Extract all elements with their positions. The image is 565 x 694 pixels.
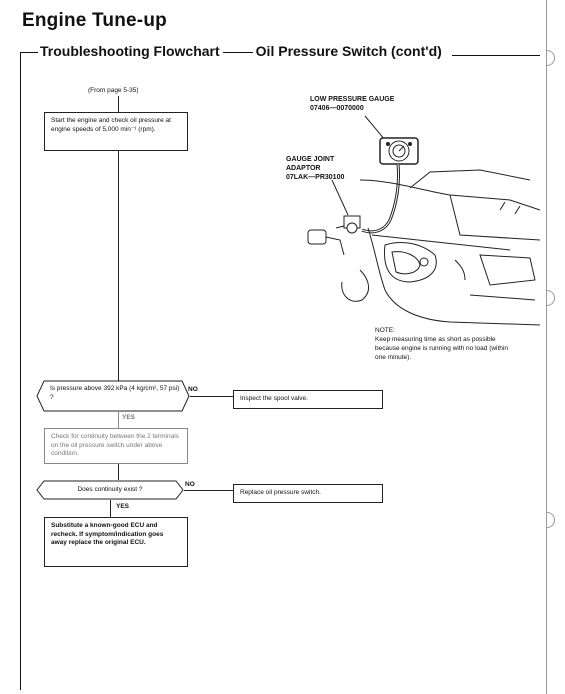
connector [190, 396, 233, 397]
decision-diamond-pressure [36, 380, 190, 412]
action-replace-switch: Replace oil pressure switch. [233, 484, 383, 503]
binder-hole-mark [546, 50, 555, 66]
binder-hole-mark [546, 512, 555, 528]
decision-continuity-text: Does continuity exist ? [77, 486, 143, 493]
connector [118, 412, 119, 428]
page-edge-line [546, 0, 547, 694]
adaptor-name-line1: GAUGE JOINT [286, 156, 335, 163]
step-text: Substitute a known-good ECU and recheck.… [51, 522, 164, 546]
action-text: Inspect the spool valve. [240, 395, 308, 402]
connector [118, 464, 119, 480]
note-block: NOTE: Keep measuring time as short as po… [375, 326, 515, 362]
action-text: Replace oil pressure switch. [240, 489, 321, 496]
connector [110, 500, 111, 517]
gauge-label: LOW PRESSURE GAUGE 07406—0070000 [310, 95, 394, 113]
step-check-continuity: Check for continuity between the 2 termi… [44, 428, 188, 464]
engine-gauge-illustration [307, 115, 541, 326]
subtitle-component: Oil Pressure Switch (cont'd) [255, 43, 442, 59]
adaptor-label: GAUGE JOINT ADAPTOR 07LAK—PR30100 [286, 155, 344, 182]
gauge-part-number: 07406—0070000 [310, 105, 364, 112]
section-subtitle: Troubleshooting Flowchart Oil Pressure Sw… [40, 43, 442, 59]
header-rule-left [20, 52, 38, 53]
decision-pressure-text: Is pressure above 392 kPa (4 kg/cm², 57 … [50, 385, 180, 401]
note-heading: NOTE: [375, 327, 395, 334]
binder-hole-mark [546, 290, 555, 306]
no-label: NO [188, 386, 198, 393]
no-label: NO [185, 481, 195, 488]
connector [184, 490, 233, 491]
adaptor-name-line2: ADAPTOR [286, 165, 321, 172]
step-check-oil-pressure: Start the engine and check oil pressure … [44, 112, 188, 151]
step-text: Check for continuity between the 2 termi… [51, 433, 179, 457]
page-title: Engine Tune-up [22, 10, 167, 31]
from-page-reference: (From page 5-35) [88, 87, 139, 94]
note-text: Keep measuring time as short as possible… [375, 336, 508, 361]
header-rule-right [452, 55, 540, 56]
connector [118, 151, 119, 381]
subtitle-flowchart: Troubleshooting Flowchart [40, 43, 220, 59]
decision-diamond-continuity [36, 480, 184, 500]
gauge-name: LOW PRESSURE GAUGE [310, 96, 395, 103]
step-text: Start the engine and check oil pressure … [51, 117, 171, 133]
step-substitute-ecu: Substitute a known-good ECU and recheck.… [44, 517, 188, 567]
yes-label: YES [116, 503, 130, 510]
connector [118, 96, 119, 112]
page-left-rule [20, 52, 21, 690]
adaptor-part-number: 07LAK—PR30100 [286, 174, 345, 181]
yes-label: YES [122, 414, 136, 421]
action-inspect-spool-valve: Inspect the spool valve. [233, 390, 383, 409]
